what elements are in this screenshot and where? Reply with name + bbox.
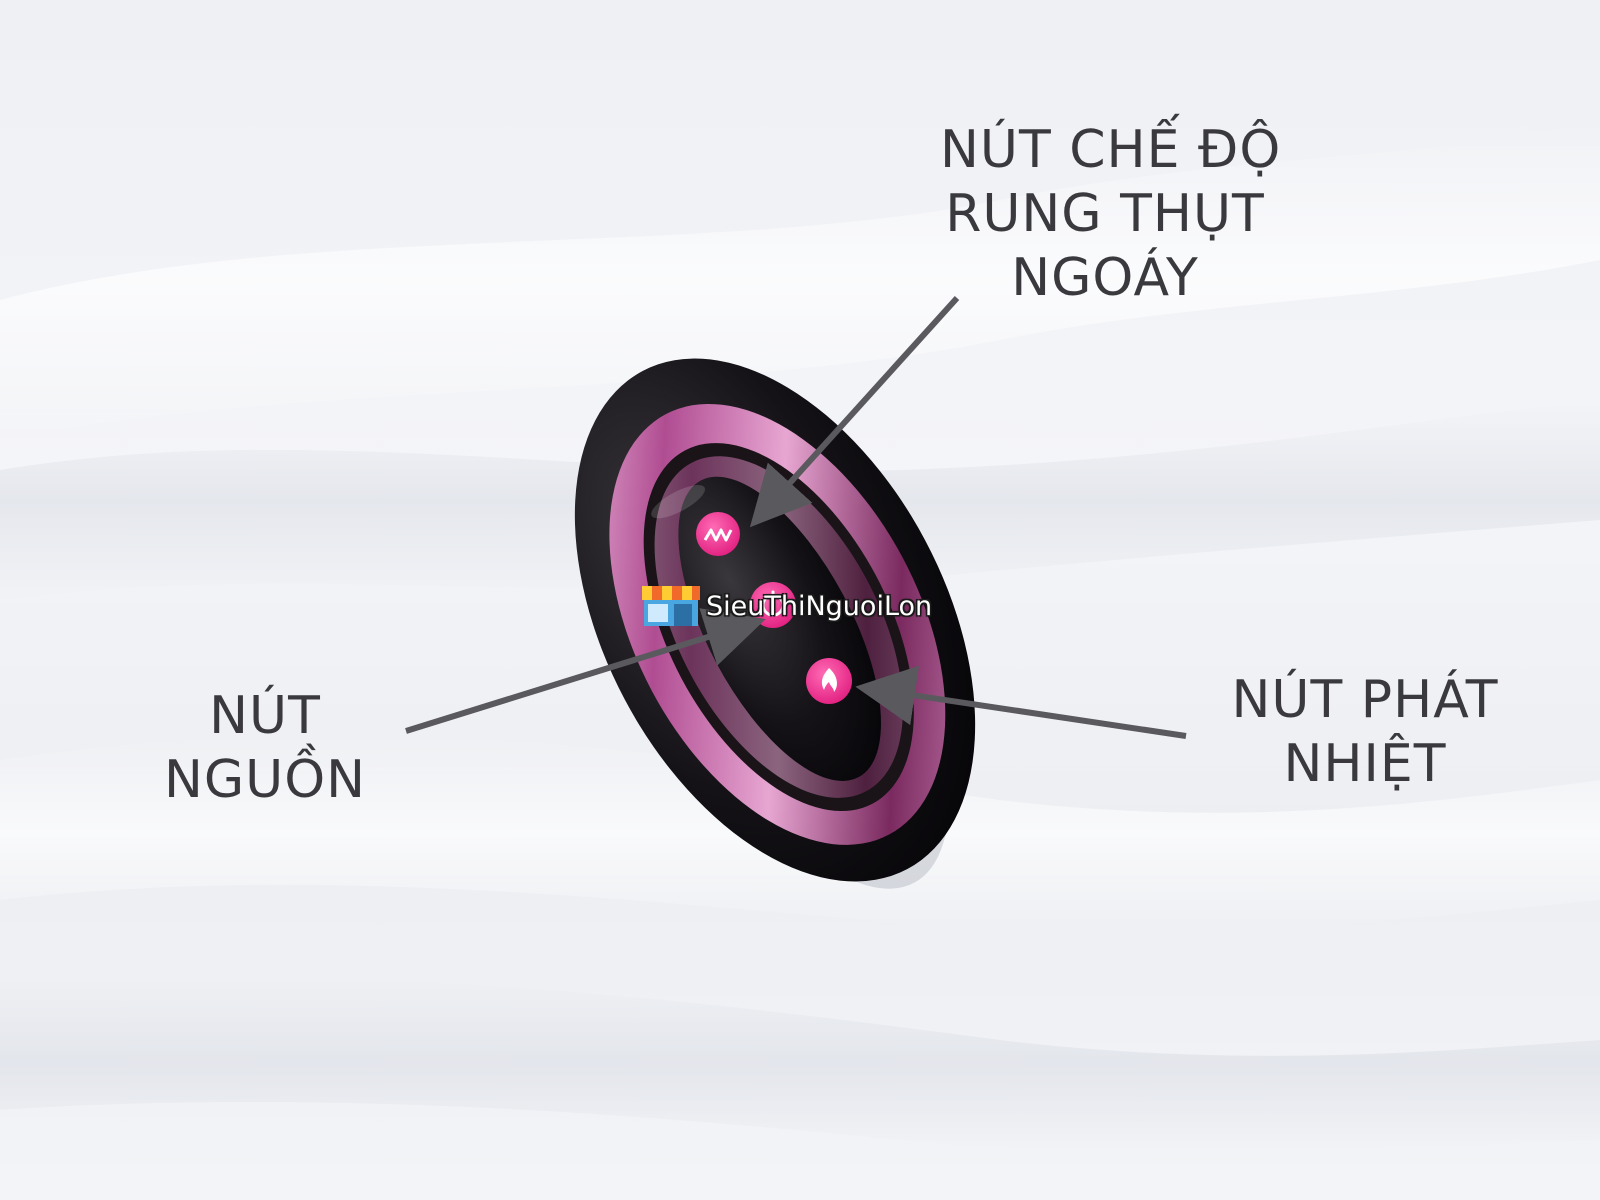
power-button-label: NÚT NGUỒN: [130, 684, 400, 812]
mode-label-line-3: NGOÁY: [1011, 248, 1199, 308]
mode-label-line-1: NÚT CHẾ ĐỘ: [940, 120, 1282, 180]
mode-label-line-2: RUNG THỤT: [945, 184, 1265, 244]
heat-label-line-1: NÚT PHÁT: [1231, 670, 1499, 730]
heat-label-line-2: NHIỆT: [1283, 734, 1447, 794]
power-label-line-1: NÚT: [209, 686, 321, 746]
power-label-line-2: NGUỒN: [163, 750, 367, 810]
mode-button[interactable]: [696, 512, 740, 556]
arrow-heat-button: [855, 665, 1187, 739]
heat-button-label: NÚT PHÁT NHIỆT: [1215, 668, 1515, 796]
mode-button-label: NÚT CHẾ ĐỘ RUNG THỤT NGOÁY: [940, 118, 1282, 310]
watermark-text: SieuThiNguoiLon: [706, 590, 933, 622]
shop-storefront-icon: [642, 586, 700, 626]
flame-icon: [821, 668, 837, 692]
watermark: SieuThiNguoiLon: [640, 584, 932, 628]
zigzag-wave-icon: [703, 528, 733, 542]
arrow-power-button: [405, 608, 766, 734]
heat-button[interactable]: [806, 658, 852, 704]
arrow-mode-button: [749, 295, 960, 528]
power-icon: [761, 590, 785, 617]
